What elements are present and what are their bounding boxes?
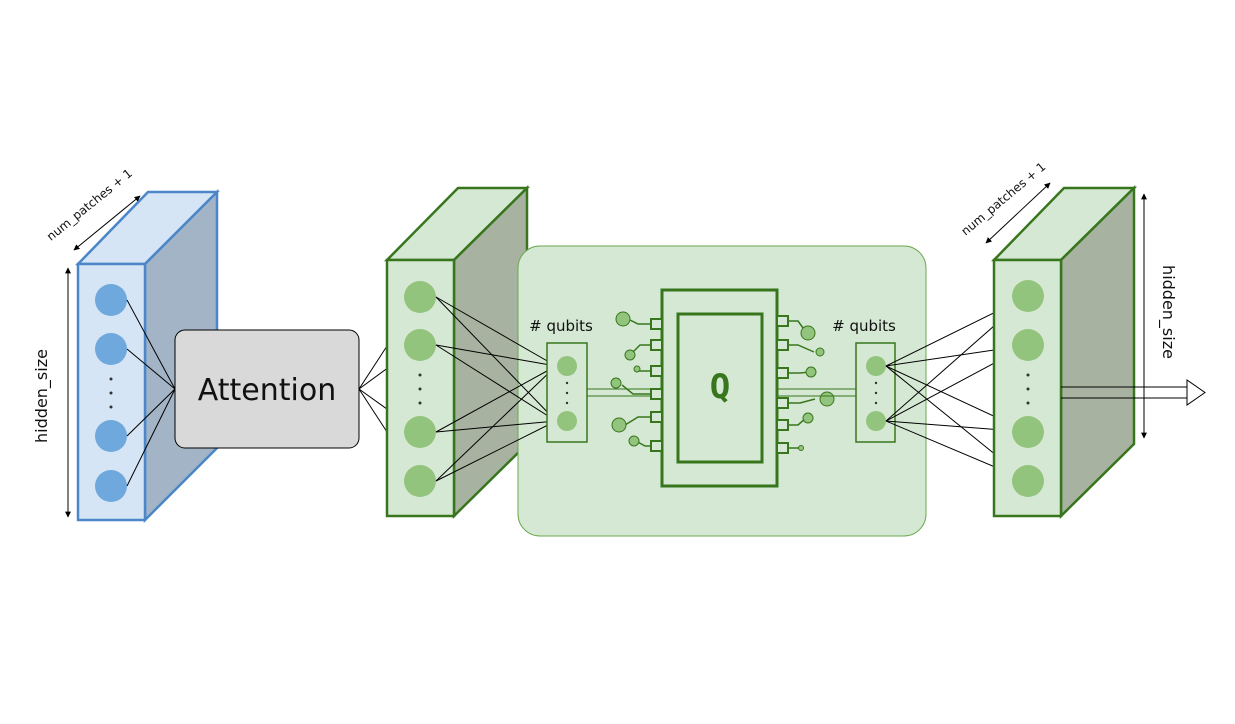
- qubit-node: [557, 356, 577, 376]
- output-node: [1012, 416, 1044, 448]
- hidden-node: [404, 465, 436, 497]
- input-node: [95, 470, 127, 502]
- input-node: [95, 284, 127, 316]
- left-height-label: hidden_size: [32, 349, 52, 443]
- input-node: [95, 333, 127, 365]
- output-node: [1012, 329, 1044, 361]
- output-node: [1012, 465, 1044, 497]
- hidden-node: [404, 281, 436, 313]
- qubits-out-label: # qubits: [832, 317, 896, 335]
- hidden-node: [404, 416, 436, 448]
- qubits-in-label: # qubits: [529, 317, 593, 335]
- hidden-node: [404, 329, 436, 361]
- hidden-to-qubit-connections: [435, 296, 557, 482]
- attention-box: Attention: [174, 329, 360, 449]
- right-depth-arrow: [985, 182, 1051, 244]
- qubit-node: [866, 411, 886, 431]
- output-arrow: [1061, 379, 1206, 406]
- attention-label: Attention: [198, 373, 336, 408]
- input-to-attention-connections: [126, 299, 176, 487]
- hidden-state-block: [384, 185, 531, 519]
- input-node: [95, 420, 127, 452]
- qubit-node: [866, 356, 886, 376]
- qubit-wire-out: [777, 388, 856, 397]
- output-node: [1012, 280, 1044, 312]
- qubit-output-register: # qubits: [832, 317, 896, 443]
- qubit-node: [557, 411, 577, 431]
- chip-glyph: Q: [710, 367, 730, 407]
- left-depth-arrow: [73, 195, 141, 251]
- qubit-input-register: # qubits: [529, 317, 593, 443]
- qubit-wire-in: [587, 388, 662, 397]
- output-block: [991, 185, 1138, 519]
- right-height-label: hidden_size: [1158, 265, 1178, 359]
- quantum-chip-icon: Q: [610, 288, 835, 488]
